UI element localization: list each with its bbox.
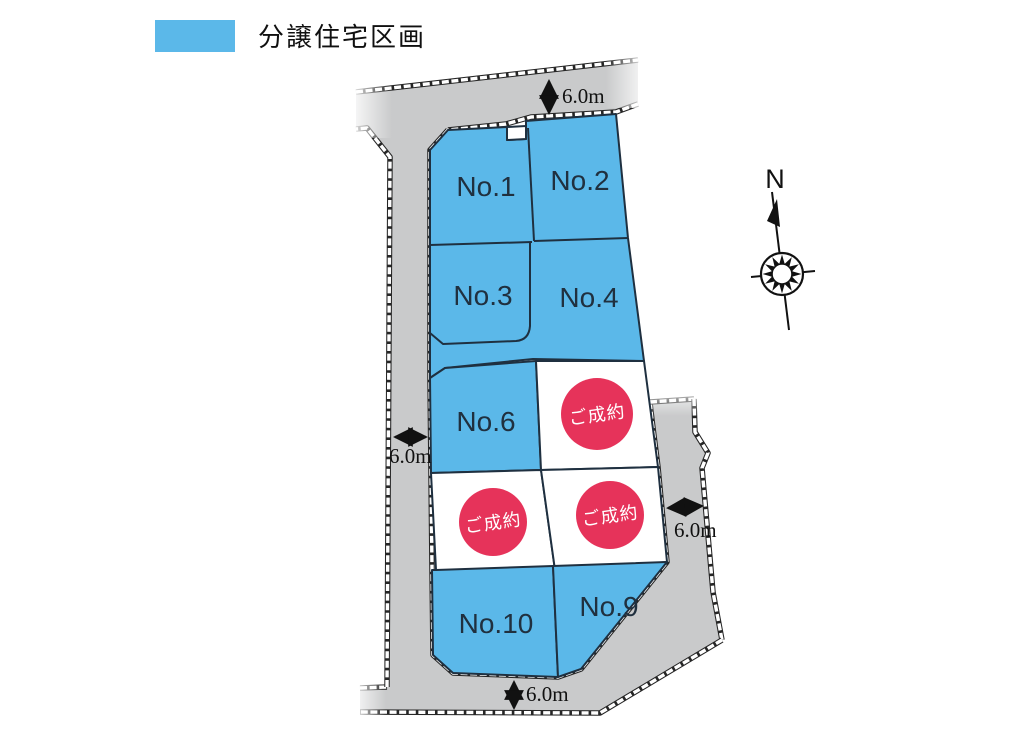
lot-no9 [552,561,668,678]
lot-block-upper [429,113,645,379]
dimension-label-top: 6.0m [562,84,605,108]
compass-n-label: N [765,164,785,194]
hatch-top-road-south [447,101,639,133]
lot-no9-label: No.9 [579,591,638,622]
sold-badges: ご成約 ご成約 ご成約 [459,378,644,556]
hatch-bottom-road-south [359,637,724,716]
hatch-left-road-west [355,125,393,688]
lot-no2-label: No.2 [550,165,609,196]
sold-badge-2-circle [459,488,527,556]
dimension-label-bottom: 6.0m [526,682,569,706]
sold-badge-3: ご成約 [576,481,644,549]
divider-no2-no4 [533,237,629,242]
sold-badge-1: ご成約 [561,378,633,450]
sold-badge-1-circle [561,378,633,450]
setback-notch [506,125,527,141]
north-arrow-flag [767,199,780,227]
dimension-label-right: 6.0m [674,518,717,542]
lot-dividers-upper [429,127,629,345]
lot-no10-label: No.10 [459,608,534,639]
dimension-arrow-right [666,497,704,517]
divider-no1-no3 [429,241,533,246]
dimension-annotations: 6.0m 6.0m 6.0m 6.0m [389,79,717,710]
hatch-top-road-north [355,57,639,95]
lot-no4-label: No.4 [559,282,618,313]
lot-labels: No.1 No.2 No.3 No.4 No.6 No.10 No.9 [453,165,638,639]
lot-no3-label: No.3 [453,280,512,311]
compass: N [750,164,816,331]
lot-no3-outline [429,243,531,345]
divider-no1-no2 [527,127,535,242]
road-end-fades [348,48,702,718]
dimension-label-left: 6.0m [389,444,432,468]
legend-swatch [155,20,235,52]
legend: 分譲住宅区画 [155,20,426,52]
hatch-right-road-east [691,398,725,641]
sold-badge-2: ご成約 [459,488,527,556]
lot-no1-label: No.1 [456,171,515,202]
sold-badge-3-circle [576,481,644,549]
lot-no6-label: No.6 [456,406,515,437]
legend-label: 分譲住宅区画 [258,22,426,52]
compass-rose-inner [771,263,793,285]
